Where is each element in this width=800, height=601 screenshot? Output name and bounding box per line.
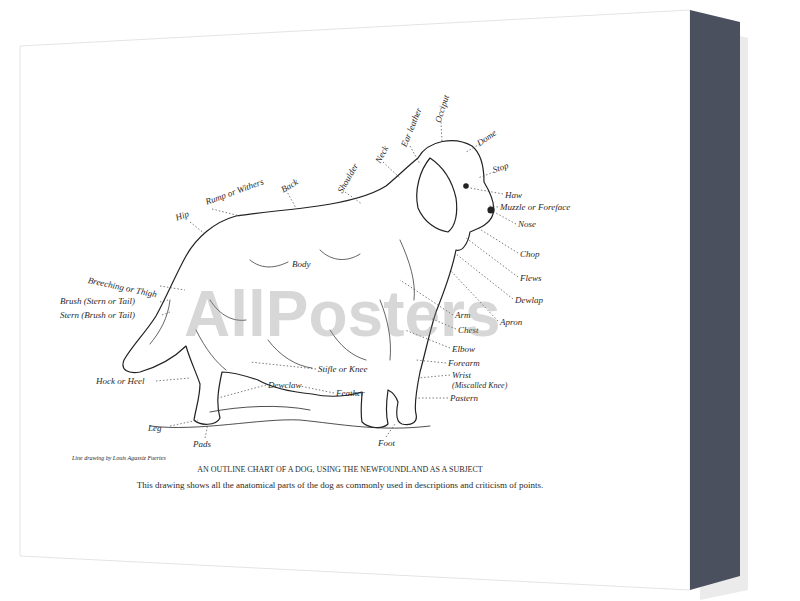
part-label: Dewclaw: [268, 381, 302, 390]
canvas-face: [20, 10, 690, 590]
chart-caption: This drawing shows all the anatomical pa…: [137, 481, 544, 490]
part-label: Elbow: [452, 345, 475, 354]
part-label: Brush (Stern or Tail): [60, 297, 135, 306]
part-label: Stern (Brush or Tail): [60, 311, 135, 320]
part-label: Hock or Heel: [96, 377, 144, 386]
part-label: Feather: [336, 389, 365, 398]
dog-ear: [417, 158, 457, 232]
part-label: Nose: [518, 220, 536, 229]
dog-nose: [488, 207, 494, 213]
watermark: AllPosters: [184, 282, 501, 346]
ground-line: [150, 406, 430, 428]
part-label: Stifle or Knee: [318, 365, 368, 374]
part-label: Haw: [505, 191, 522, 200]
part-label: Dewlap: [515, 296, 543, 305]
part-label: Wrist: [452, 371, 471, 380]
part-label: Pastern: [450, 394, 478, 403]
part-label: Chop: [520, 250, 540, 259]
dog-eye: [464, 184, 468, 188]
part-label: Body: [292, 260, 311, 269]
part-label: Muzzle or Foreface: [500, 203, 570, 212]
credit-line: Line drawing by Louis Agassiz Fuertes: [72, 455, 166, 461]
part-label: Flews: [520, 274, 542, 283]
chart-title: AN OUTLINE CHART OF A DOG, USING THE NEW…: [197, 466, 482, 474]
part-label: Leg: [148, 424, 162, 433]
part-label: Apron: [500, 318, 522, 327]
part-label: (Miscalled Knee): [452, 382, 507, 390]
canvas-side: [690, 10, 740, 590]
leader-lines: [156, 122, 518, 438]
part-label: Foot: [378, 439, 395, 448]
part-label: Forearm: [448, 359, 480, 368]
part-label: Pads: [193, 440, 211, 449]
